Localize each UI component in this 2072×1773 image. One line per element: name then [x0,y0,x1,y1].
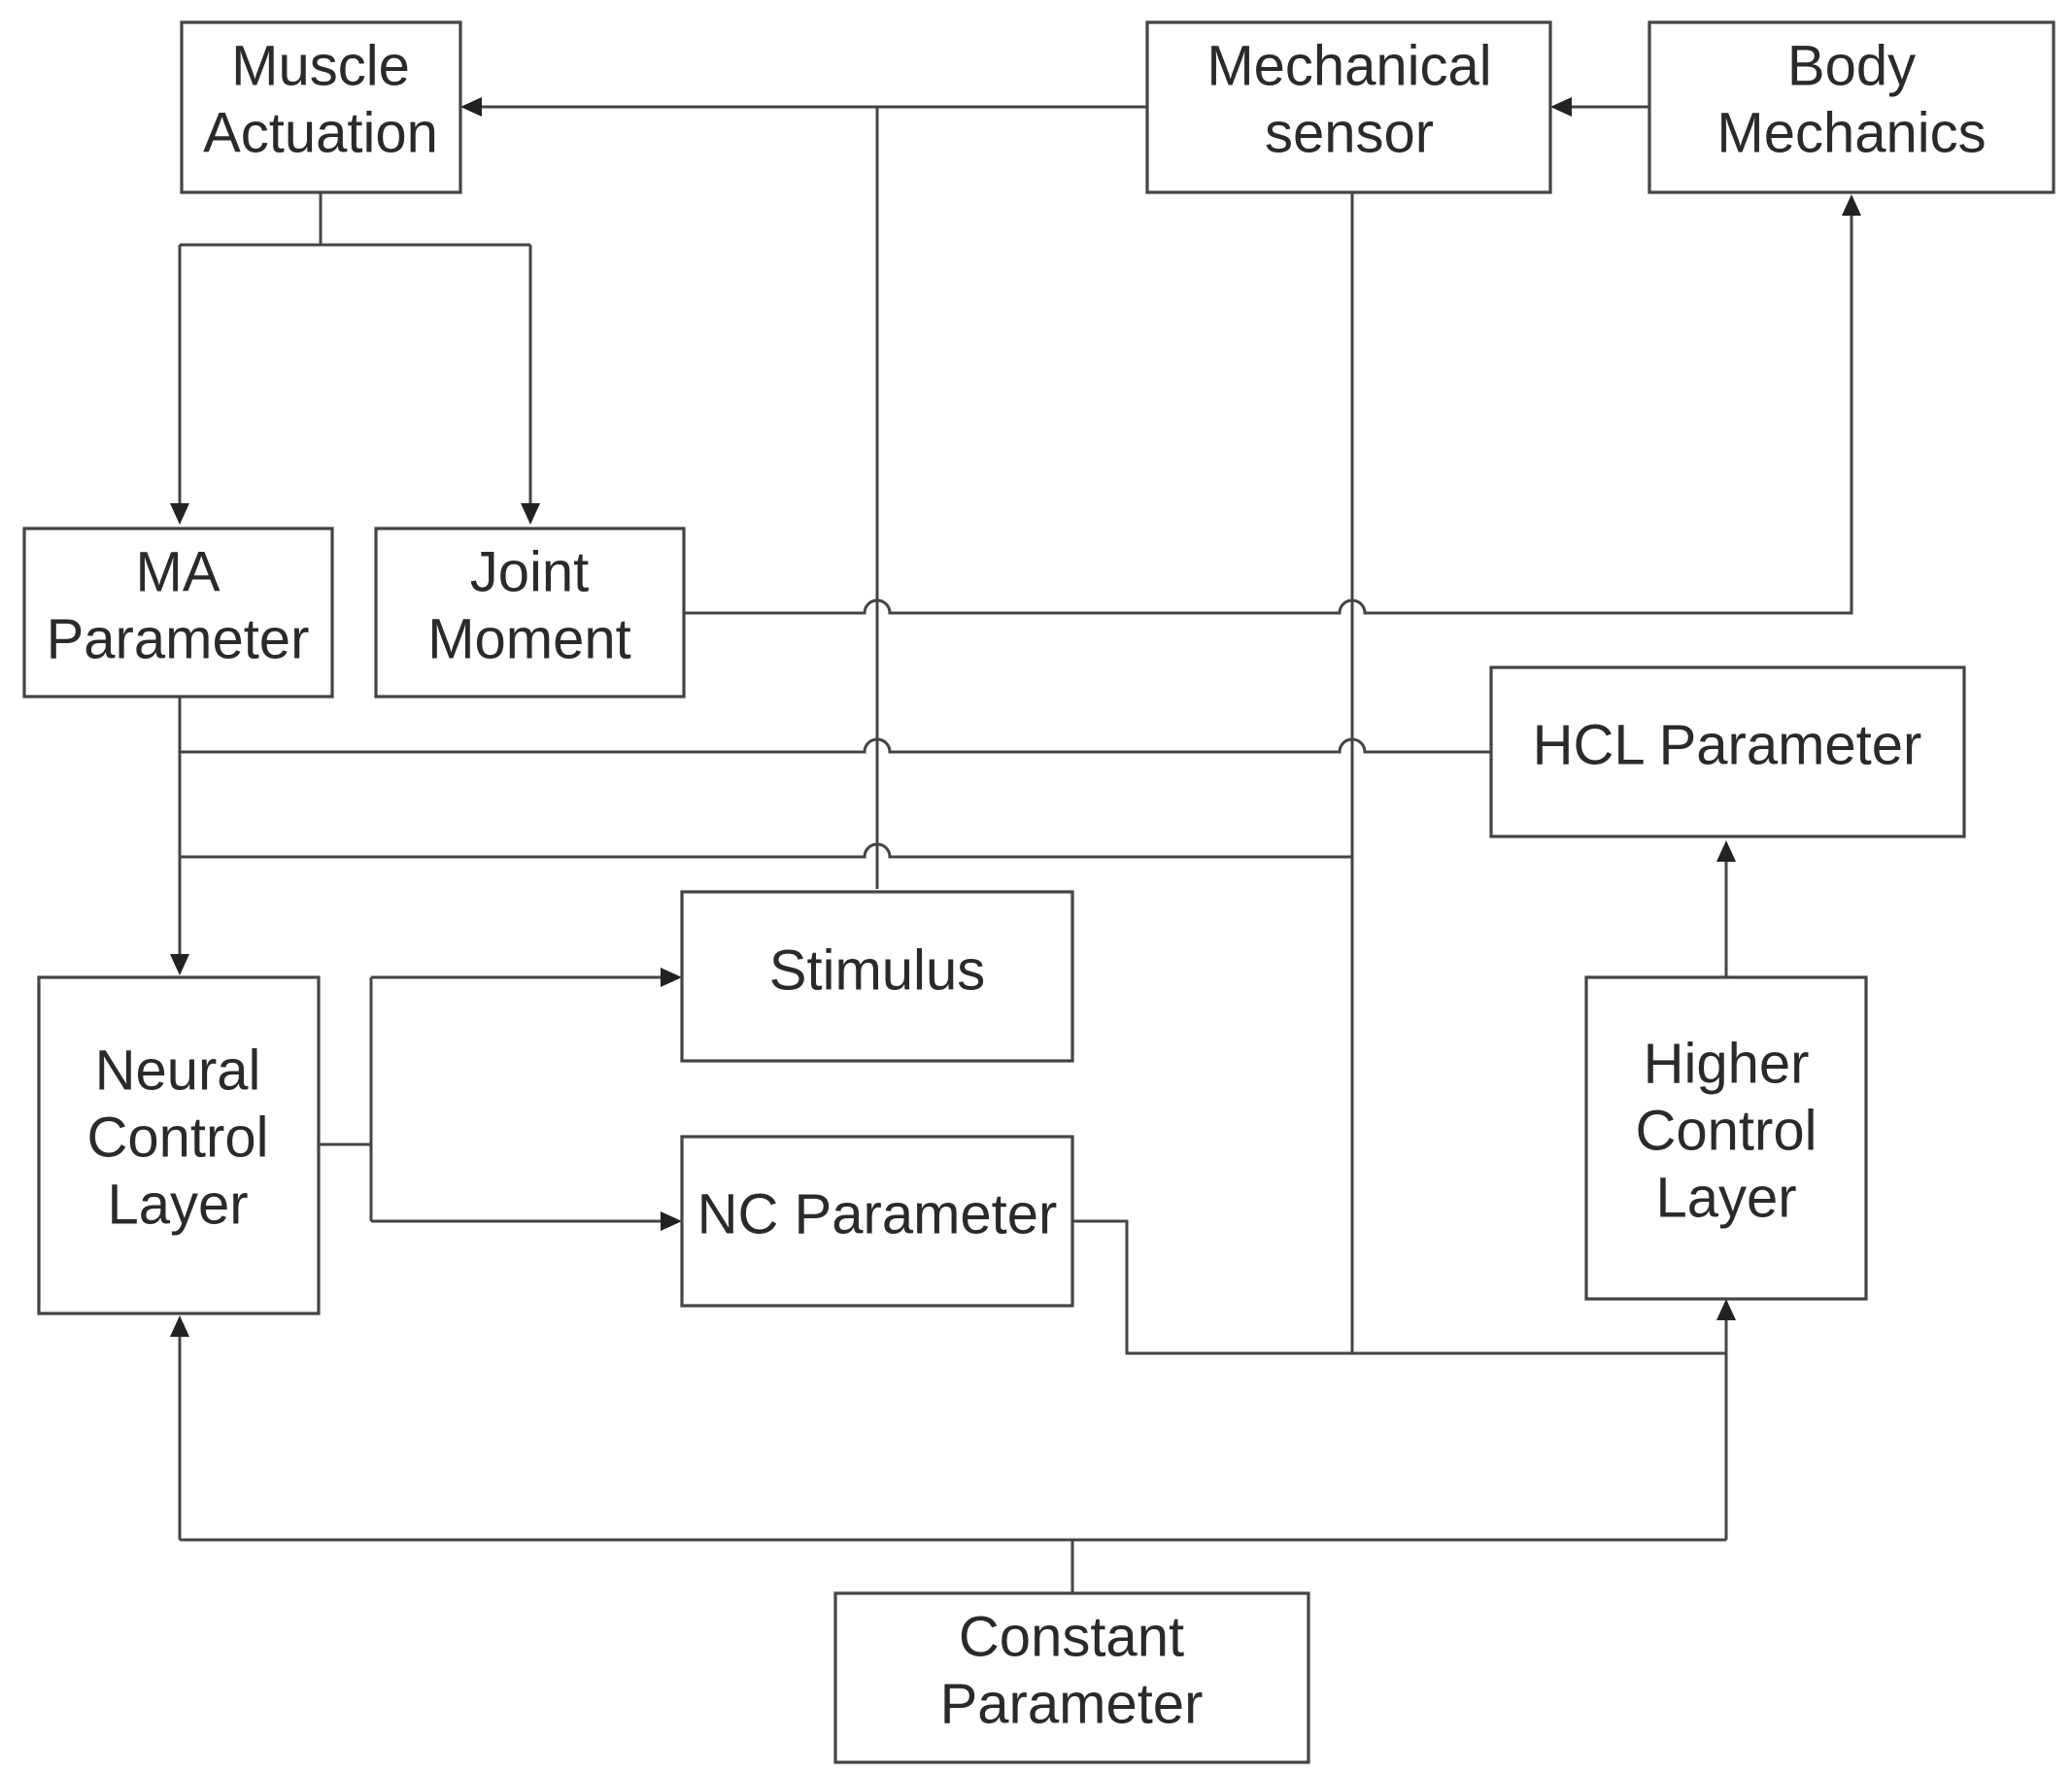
node-hcl-parameter-line-1: HCL Parameter [1533,713,1922,776]
node-higher-control-layer: Higher Control Layer [1584,975,1868,1301]
edge-joint-moment-to-body-mechanics [684,194,1861,615]
node-hcl-parameter: HCL Parameter [1489,665,1966,838]
edge-ma-parameter-to-neural-control [170,697,189,975]
node-muscle-actuation-line-1: Muscle [231,34,410,97]
edge-constant-parameter-split [170,1315,1728,1593]
node-ma-parameter-line-1: MA [136,540,221,603]
node-joint-moment: Joint Moment [374,527,686,699]
node-mechanical-sensor: Mechanical sensor [1145,20,1552,194]
node-stimulus: Stimulus [680,890,1074,1063]
node-mechanical-sensor-line-2: sensor [1265,101,1434,164]
node-joint-moment-line-2: Moment [427,607,631,670]
node-neural-control-layer-line-2: Control [87,1106,269,1169]
node-constant-parameter: Constant Parameter [833,1591,1310,1764]
edge-body-mechanics-to-mechanical-sensor [1550,97,1649,117]
edge-higher-control-to-hcl-parameter [1716,840,1736,977]
node-nc-parameter: NC Parameter [680,1135,1074,1308]
node-higher-control-layer-line-1: Higher [1644,1032,1810,1095]
node-ma-parameter-line-2: Parameter [47,607,310,670]
node-muscle-actuation-line-2: Actuation [203,101,438,164]
node-muscle-actuation: Muscle Actuation [180,20,462,194]
node-neural-control-layer-line-1: Neural [95,1039,261,1102]
edge-hcl-parameter-to-neural-control [180,737,1491,754]
node-body-mechanics-line-2: Mechanics [1716,101,1986,164]
node-stimulus-line-1: Stimulus [769,938,985,1002]
node-nc-parameter-line-1: NC Parameter [697,1182,1058,1245]
node-higher-control-layer-line-2: Control [1636,1099,1817,1162]
node-body-mechanics: Body Mechanics [1647,20,2055,194]
edge-muscle-actuation-split [170,192,540,525]
node-constant-parameter-line-1: Constant [959,1605,1184,1668]
edge-mechanical-sensor-down [180,192,1354,1353]
edge-neural-control-to-outputs [319,968,682,1231]
connections [170,97,1861,1593]
node-joint-moment-line-1: Joint [470,540,590,603]
node-constant-parameter-line-2: Parameter [940,1672,1204,1735]
edge-mechanical-sensor-to-muscle-actuation [460,97,1147,117]
node-body-mechanics-line-1: Body [1787,34,1916,97]
edge-nc-parameter-to-higher-control [1072,1219,1736,1355]
node-neural-control-layer-line-3: Layer [107,1173,248,1236]
node-mechanical-sensor-line-1: Mechanical [1206,34,1491,97]
node-ma-parameter: MA Parameter [22,527,334,699]
node-higher-control-layer-line-3: Layer [1655,1166,1796,1229]
node-neural-control-layer: Neural Control Layer [37,975,321,1315]
